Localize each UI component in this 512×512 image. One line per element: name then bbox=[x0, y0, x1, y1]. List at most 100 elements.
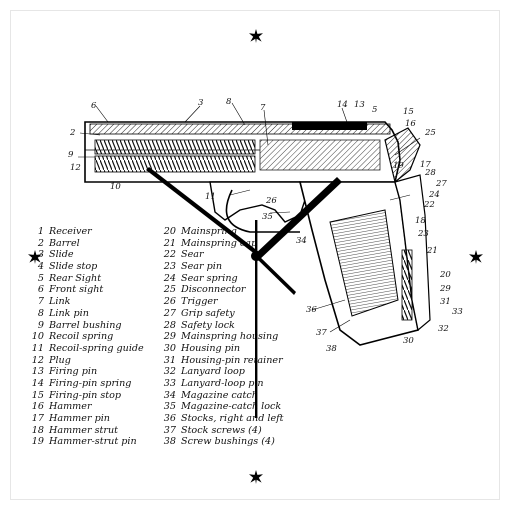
legend-item: 5 Rear Sight bbox=[30, 273, 144, 285]
legend-number: 19 bbox=[31, 436, 44, 448]
legend-number: 11 bbox=[31, 342, 44, 354]
legend-label: Link bbox=[49, 296, 71, 308]
legend-label: Safety lock bbox=[181, 319, 235, 331]
legend-number: 9 bbox=[37, 319, 44, 331]
legend-item: 38 Screw bushings (4) bbox=[162, 436, 284, 448]
legend-number: 14 bbox=[31, 377, 44, 389]
legend-item: 10 Recoil spring bbox=[30, 331, 144, 343]
legend-number: 10 bbox=[31, 331, 44, 343]
legend-number: 37 bbox=[163, 424, 176, 436]
callout-label: 7 bbox=[260, 103, 266, 113]
legend-number: 38 bbox=[163, 436, 176, 448]
legend-item: 16 Hammer bbox=[30, 401, 144, 413]
callout-label: 2 bbox=[70, 128, 76, 138]
callout-label: 13 bbox=[354, 100, 365, 110]
legend-number: 26 bbox=[163, 296, 176, 308]
legend-number: 35 bbox=[163, 401, 176, 413]
legend-item: 18 Hammer strut bbox=[30, 425, 144, 437]
legend-item: 17 Hammer pin bbox=[30, 413, 144, 425]
legend-number: 2 bbox=[37, 237, 44, 249]
callout-label: 8 bbox=[226, 97, 232, 107]
legend-label: Stock screws (4) bbox=[181, 424, 262, 436]
legend-label: Slide stop bbox=[49, 261, 98, 273]
callout-label: 36 bbox=[306, 305, 317, 315]
legend-item: 32 Lanyard loop bbox=[162, 366, 284, 378]
legend-label: Receiver bbox=[49, 226, 92, 237]
callout-label: 30 bbox=[403, 336, 414, 346]
legend-label: Hammer strut bbox=[49, 424, 118, 436]
legend-number: 5 bbox=[37, 272, 44, 284]
marker-3-icon bbox=[469, 250, 483, 264]
legend-label: Mainspring bbox=[181, 226, 237, 237]
legend-number: 28 bbox=[163, 319, 176, 331]
legend-label: Rear Sight bbox=[49, 272, 102, 284]
legend-number: 36 bbox=[163, 413, 176, 424]
legend-number: 13 bbox=[31, 366, 44, 378]
legend-item: 34 Magazine catch bbox=[162, 390, 284, 402]
legend-number: 17 bbox=[31, 413, 44, 424]
legend-label: Front sight bbox=[49, 284, 104, 296]
callout-label: 19 bbox=[393, 161, 404, 171]
callout-label: 14 bbox=[337, 100, 348, 110]
callout-label: 23 bbox=[418, 229, 429, 239]
legend-label: Housing-pin retainer bbox=[181, 354, 283, 366]
legend-label: Hammer pin bbox=[49, 413, 110, 424]
callout-label: 29 bbox=[440, 284, 451, 294]
callout-label: 5 bbox=[372, 105, 378, 115]
legend-label: Sear bbox=[181, 249, 204, 261]
legend-number: 24 bbox=[163, 272, 176, 284]
legend-label: Disconnector bbox=[181, 284, 246, 296]
legend-label: Lanyard loop bbox=[181, 366, 245, 378]
legend-label: Housing pin bbox=[181, 342, 241, 354]
callout-label: 37 bbox=[316, 328, 327, 338]
legend-number: 18 bbox=[31, 424, 44, 436]
legend-number: 25 bbox=[163, 284, 176, 296]
legend-item: 33 Lanyard-loop pin bbox=[162, 378, 284, 390]
legend-number: 12 bbox=[31, 354, 44, 366]
legend-number: 32 bbox=[163, 366, 176, 378]
legend-number: 33 bbox=[163, 377, 176, 389]
callout-label: 28 bbox=[425, 168, 436, 178]
legend-label: Lanyard-loop pin bbox=[181, 377, 264, 389]
legend-label: Hammer bbox=[49, 401, 92, 413]
legend-item: 37 Stock screws (4) bbox=[162, 425, 284, 437]
callout-label: 35 bbox=[262, 212, 273, 222]
legend-label: Sear pin bbox=[181, 261, 222, 273]
legend-label: Recoil spring bbox=[49, 331, 114, 343]
callout-label: 12 bbox=[70, 163, 81, 173]
legend-item: 1 Receiver bbox=[30, 226, 144, 238]
legend-number: 8 bbox=[37, 307, 44, 319]
legend-number: 34 bbox=[163, 389, 176, 401]
legend-number: 1 bbox=[37, 226, 44, 237]
legend-item: 19 Hammer-strut pin bbox=[30, 436, 144, 448]
legend-label: Hammer-strut pin bbox=[49, 436, 137, 448]
legend-number: 29 bbox=[163, 331, 176, 343]
legend-label: Barrel bushing bbox=[49, 319, 122, 331]
legend-label: Magazine catch bbox=[181, 389, 258, 401]
callout-label: 20 bbox=[440, 270, 451, 280]
legend-number: 15 bbox=[31, 389, 44, 401]
legend-item: 25 Disconnector bbox=[162, 284, 284, 296]
legend-label: Firing-pin spring bbox=[49, 377, 132, 389]
legend-item: 14 Firing-pin spring bbox=[30, 378, 144, 390]
callout-label: 31 bbox=[440, 297, 451, 307]
legend-number: 16 bbox=[31, 401, 44, 413]
callout-label: 18 bbox=[415, 216, 426, 226]
legend-number: 22 bbox=[163, 249, 176, 261]
legend-label: Screw bushings (4) bbox=[181, 436, 275, 448]
